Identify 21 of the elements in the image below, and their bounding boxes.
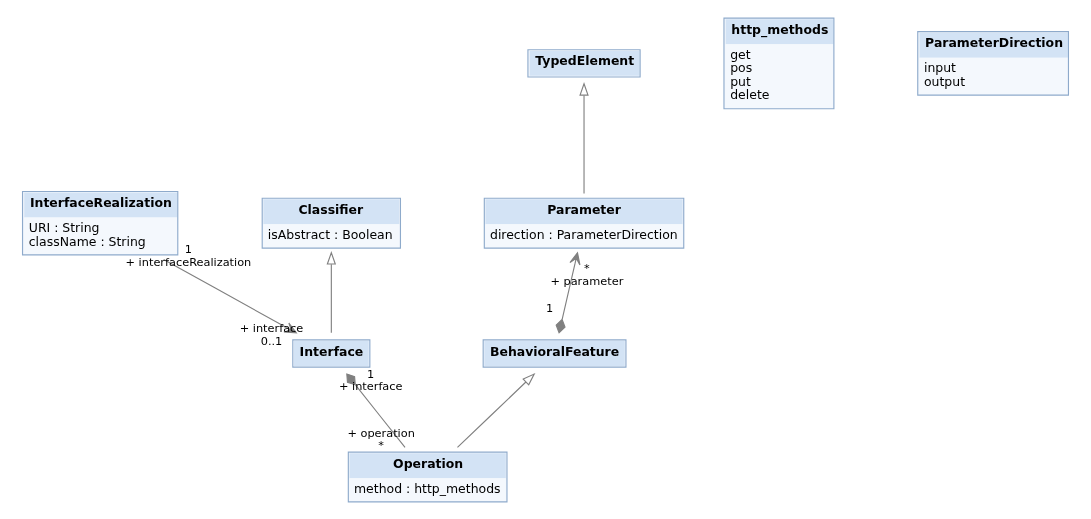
label: 0..1 [260, 333, 283, 348]
label: + interface [338, 378, 403, 393]
label: + interfaceRealization [125, 254, 252, 269]
label: + interface [239, 320, 304, 335]
node-text: Parameter direction : ParameterDirection [489, 201, 678, 242]
node-text: Interface [299, 343, 364, 359]
connector [346, 372, 406, 448]
label: * [584, 260, 590, 275]
node-text: Operation method : http_methods [353, 455, 501, 496]
arrow [579, 81, 589, 194]
arrow [555, 251, 581, 334]
node-text: Classifier isAbstract : Boolean [267, 201, 393, 242]
label: * [378, 437, 384, 452]
label: 1 [546, 300, 554, 315]
label: + parameter [550, 273, 624, 288]
label: + operation [347, 425, 415, 440]
arrow [456, 372, 536, 448]
label: 1 [367, 366, 375, 381]
arrow [326, 250, 337, 333]
node-text: InterfaceRealization URI : String className : String [28, 194, 172, 249]
label: 1 [184, 241, 193, 256]
